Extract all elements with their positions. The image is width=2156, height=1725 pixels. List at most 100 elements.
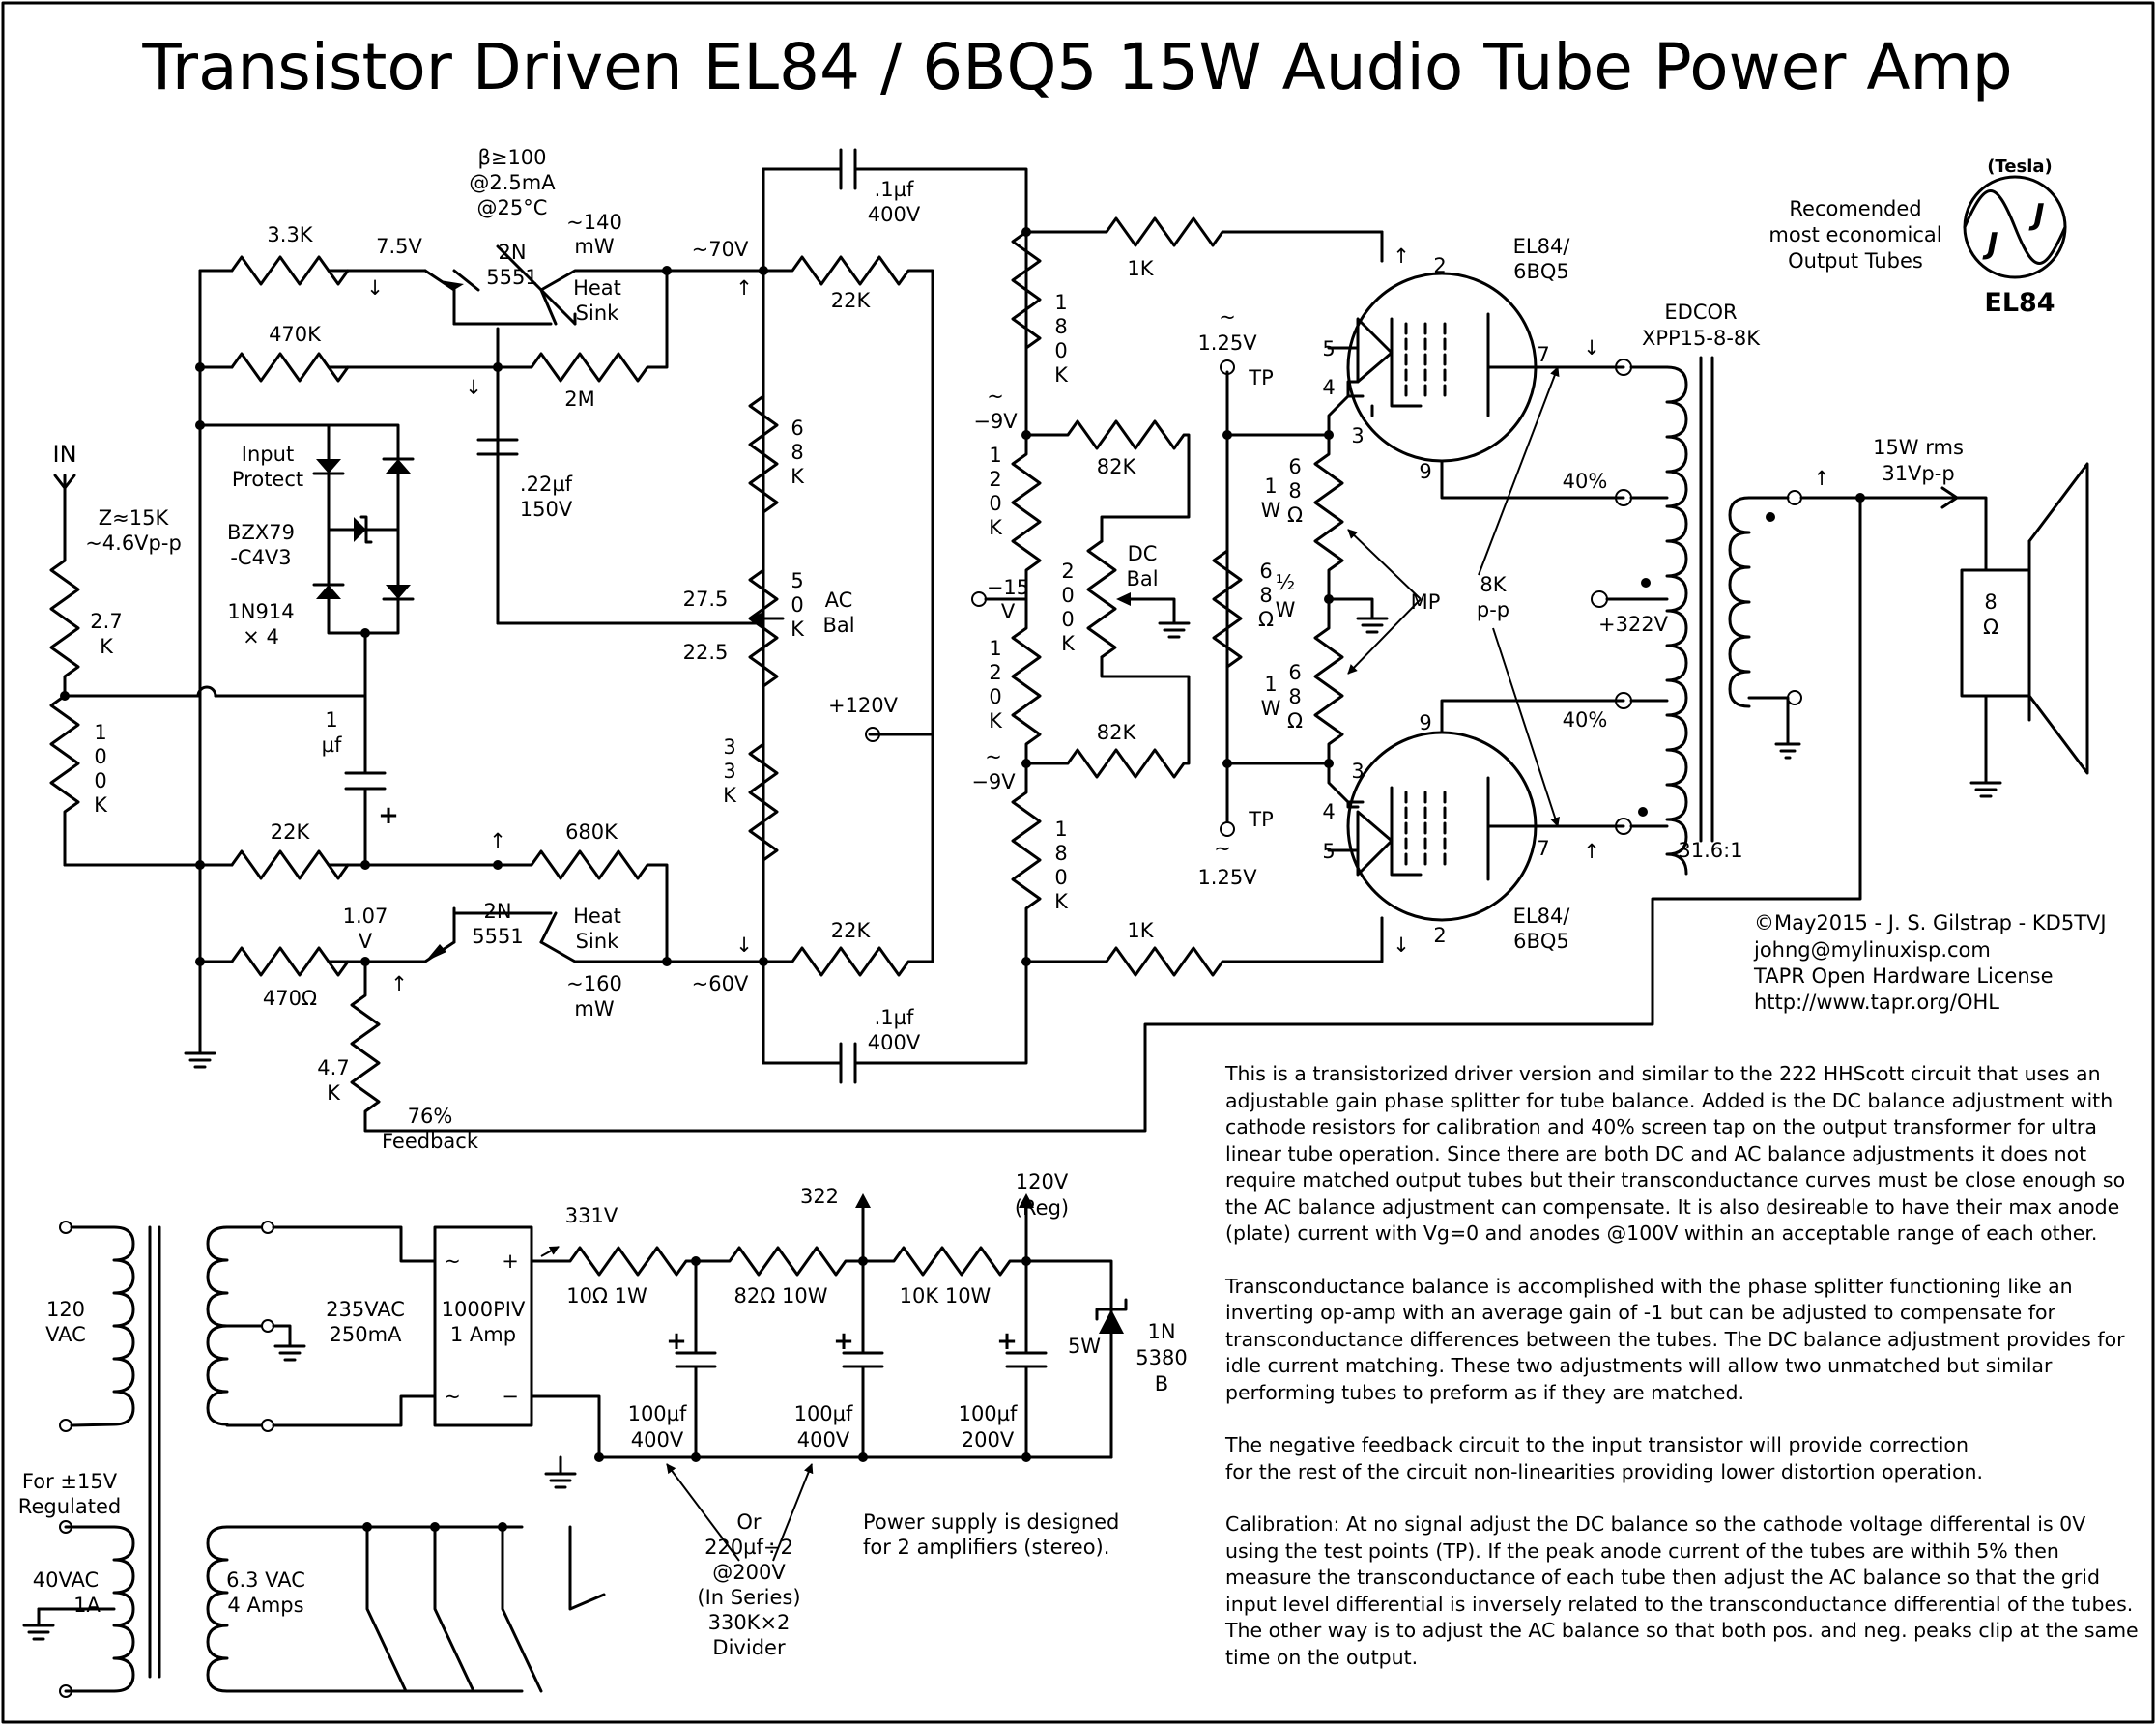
label-r47k-a: 4.7: [317, 1056, 349, 1079]
current-arrow-up: ↑: [489, 829, 506, 852]
psu-ca-1: 100µf: [628, 1402, 687, 1425]
psu-r10: 10Ω 1W: [566, 1284, 647, 1308]
label-r120k-bot-3: K: [989, 709, 1003, 733]
label-r200k-3: K: [1061, 632, 1076, 655]
current-arrow-up: ↑: [1393, 244, 1410, 268]
current-arrow-up: ↑: [390, 972, 408, 995]
label-q2-b: 5551: [472, 925, 523, 948]
label-heat2-b: Sink: [576, 930, 619, 953]
label-pct40-bot: 40%: [1563, 708, 1608, 732]
label-r100k-0: 1: [94, 721, 106, 744]
label-c22-b: 150V: [520, 498, 573, 521]
label-r68-top-w-0: 1: [1264, 474, 1277, 498]
label-r27k-b: K: [100, 635, 114, 658]
label-r33k-low-0: 3: [723, 735, 735, 759]
label-r180k-bot-1: 8: [1054, 842, 1067, 865]
psu-v331: 331V: [565, 1204, 618, 1227]
label-tilde-neg9-bot: ~: [985, 745, 1002, 768]
label-in-vpp: ~4.6Vp-p: [85, 532, 182, 555]
label-tilde-tp-bot: ~: [1214, 837, 1231, 860]
psu-v120-b: (Reg): [1015, 1196, 1069, 1220]
psu-ca-2: 400V: [631, 1428, 684, 1452]
label-r22k-bot: 22K: [831, 919, 872, 942]
psu-reg-a: For ±15V: [22, 1470, 118, 1493]
label-c1uf-a: 1: [325, 708, 337, 732]
label-spk-b: Ω: [1983, 616, 1998, 639]
label-c2-b: 400V: [868, 1031, 921, 1054]
label-q1-b: 5551: [486, 266, 537, 289]
label-mw160-b: mW: [574, 997, 614, 1021]
current-arrow-down: ↓: [366, 276, 384, 300]
label-tesla: (Tesla): [1987, 157, 2053, 177]
label-pin9-bot: 9: [1419, 711, 1431, 734]
note-paragraph-2: Transconductance balance is accomplished…: [1225, 1274, 2125, 1404]
label-r68-bot-w-1: W: [1261, 697, 1281, 720]
label-r68-top-2: Ω: [1287, 503, 1303, 527]
label-r68-bot-2: Ω: [1287, 709, 1303, 733]
label-r33k-low-1: 3: [723, 760, 735, 783]
label-n914-b: × 4: [243, 625, 279, 648]
label-heat2-a: Heat: [573, 905, 621, 928]
label-pin3-bot: 3: [1351, 760, 1364, 783]
label-r68-top-1: 8: [1288, 479, 1301, 503]
label-ratio: 31.6:1: [1678, 839, 1742, 862]
label-r68-bot-1: 8: [1288, 685, 1301, 708]
label-input-protect-a: Input: [242, 443, 294, 466]
label-r47k-b: K: [327, 1081, 341, 1105]
psu-note-a: Power supply is designed: [863, 1510, 1119, 1534]
label-beta-ma: @2.5mA: [469, 171, 556, 194]
psu-or-d: (In Series): [697, 1586, 800, 1609]
label-cap-plus: +: [378, 801, 399, 830]
label-r200k-1: 0: [1061, 584, 1074, 607]
label-tp-top: TP: [1248, 366, 1274, 389]
psu-cb-2: 400V: [797, 1428, 850, 1452]
label-r68-mid-0: 6: [1259, 560, 1272, 583]
label-pin7-bot: 7: [1537, 837, 1549, 860]
label-in-z: Z≈15K: [99, 506, 170, 530]
psu-or-b: 220µf÷2: [704, 1536, 793, 1559]
psu-v120-a: 120V: [1016, 1170, 1069, 1193]
label-r100k-1: 0: [94, 745, 106, 768]
label-pct40-top: 40%: [1563, 470, 1608, 493]
label-tp-bot-v: 1.25V: [1197, 866, 1257, 889]
label-dc-a: DC: [1128, 542, 1158, 565]
label-r120k-bot-1: 2: [989, 661, 1001, 684]
label-tube-top-a: EL84/: [1513, 235, 1571, 258]
speaker: [1940, 462, 2089, 798]
label-half-w-1: W: [1276, 598, 1296, 621]
label-rec-b: most economical: [1768, 223, 1941, 246]
psu-cb-1: 100µf: [794, 1402, 853, 1425]
label-r68-bot-w-0: 1: [1264, 673, 1277, 696]
psu-sec-a: 235VAC: [326, 1298, 405, 1321]
psu-fil-b: 4 Amps: [227, 1594, 303, 1617]
label-r180k-top-3: K: [1054, 363, 1069, 387]
label-tube-bot-b: 6BQ5: [1513, 930, 1569, 953]
label-r120k-top-2: 0: [989, 492, 1001, 515]
psu-or-c: @200V: [712, 1561, 786, 1584]
tube-upper: [1327, 230, 1625, 500]
label-v322: +322V: [1598, 613, 1669, 636]
label-pin4-bot: 4: [1322, 800, 1335, 823]
tp-bottom: [1220, 821, 1235, 837]
current-arrow-down: ↓: [735, 934, 753, 957]
label-r120k-bot-0: 1: [989, 637, 1001, 660]
title: Transistor Driven EL84 / 6BQ5 15W Audio …: [141, 30, 2012, 104]
psu-r10k: 10K 10W: [900, 1284, 992, 1308]
current-arrow-down: ↓: [1583, 336, 1600, 359]
copyright: ©May2015 - J. S. Gilstrap - KD5TVJ: [1754, 911, 2107, 934]
label-r180k-top-2: 0: [1054, 339, 1067, 362]
label-v225: 22.5: [683, 641, 729, 664]
label-r180k-bot-2: 0: [1054, 866, 1067, 889]
author-email: johng@mylinuxisp.com: [1753, 938, 1991, 962]
label-r22k-top: 22K: [831, 289, 872, 312]
note-paragraph-1: This is a transistorized driver version …: [1225, 1062, 2126, 1245]
label-r120k-top-3: K: [989, 516, 1003, 539]
junctions: [60, 227, 1865, 1532]
psu-v40-a: 40VAC: [33, 1568, 99, 1592]
psu-cap-a-plus: +: [666, 1327, 687, 1356]
label-v70: ~70V: [692, 238, 749, 261]
label-k8-a: 8K: [1480, 573, 1507, 596]
phase-splitter: [748, 148, 1028, 1084]
label-r68k-1: 8: [791, 441, 803, 464]
